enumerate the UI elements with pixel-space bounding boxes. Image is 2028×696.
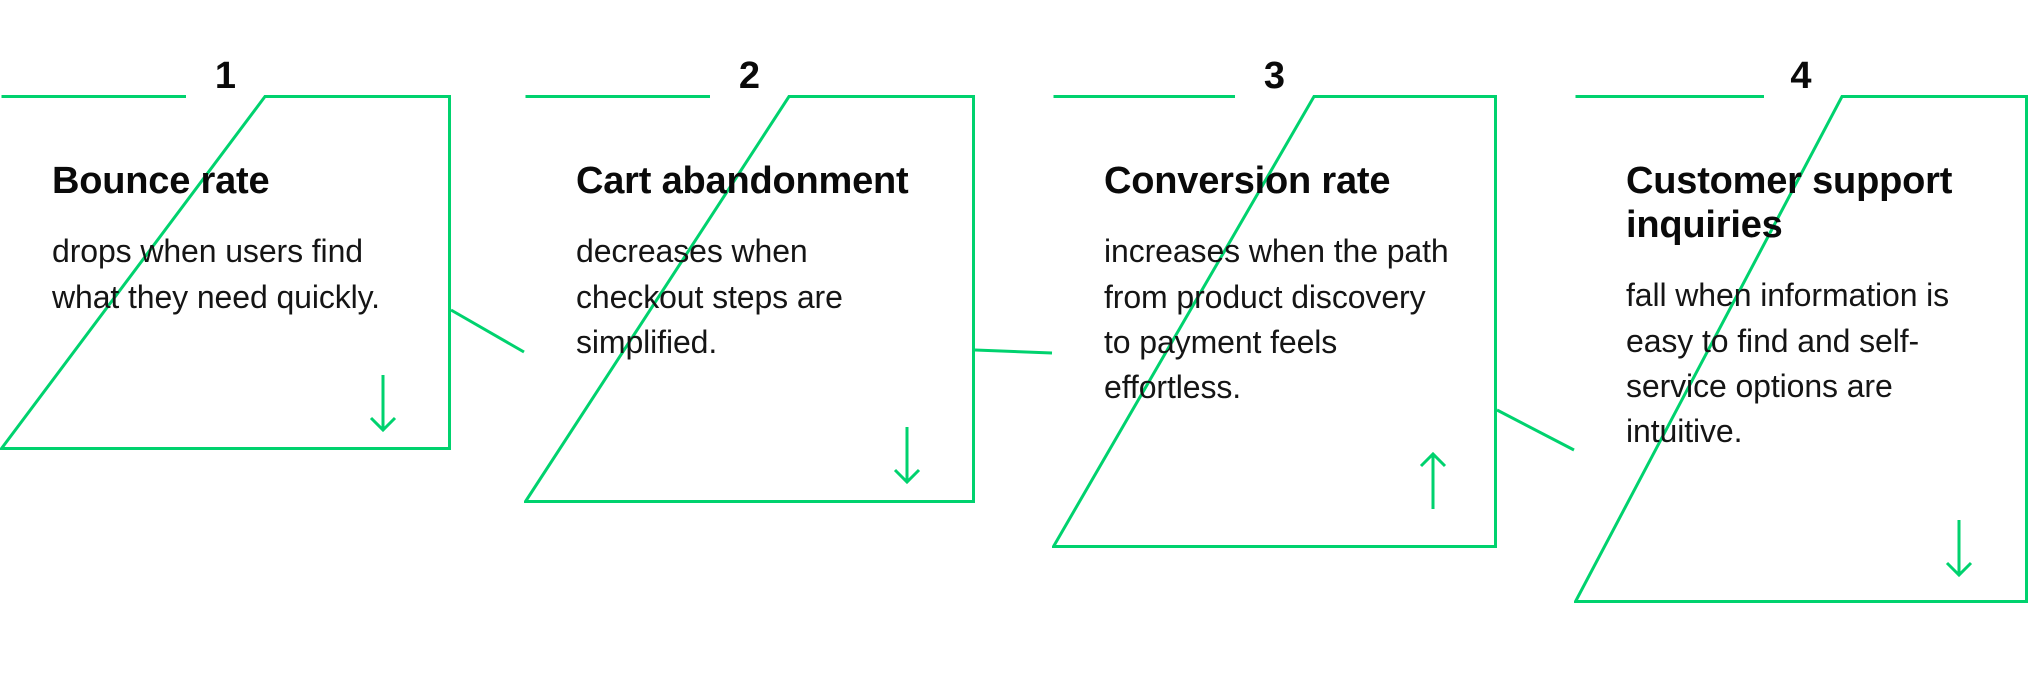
step-card-3[interactable]: 3 Conversion rate increases when the pat… [1052, 57, 1497, 548]
step-number-4: 4 [1790, 55, 1812, 97]
step-card-2[interactable]: 2 Cart abandonment decreases when checko… [524, 57, 975, 503]
step-number-3: 3 [1263, 55, 1286, 97]
arrow-down-icon [369, 375, 397, 433]
card-body-4: Customer support inquiries fall when inf… [1626, 159, 1974, 455]
card-title-2: Cart abandonment [576, 160, 909, 202]
card-body-3: Conversion rate increases when the path … [1104, 159, 1449, 411]
step-card-1[interactable]: 1 Bounce rate drops when users find what… [0, 57, 451, 450]
arrow-down-icon [1945, 520, 1973, 578]
card-body-2: Cart abandonment decreases when checkout… [576, 159, 927, 365]
step-number-1: 1 [214, 55, 237, 97]
connector-1-to-2 [450, 308, 525, 354]
card-description-4: fall when information is easy to find an… [1626, 277, 1950, 450]
arrow-up-icon [1419, 451, 1447, 509]
card-title-1: Bounce rate [52, 160, 270, 202]
connector-3-to-4 [1496, 408, 1575, 452]
card-description-1: drops when users find what they need qui… [52, 233, 380, 315]
arrow-down-icon [893, 427, 921, 485]
card-body-1: Bounce rate drops when users find what t… [52, 159, 403, 320]
step-card-4[interactable]: 4 Customer support inquiries fall when i… [1574, 57, 2028, 603]
card-description-3: increases when the path from product dis… [1104, 233, 1449, 406]
step-number-2: 2 [738, 55, 761, 97]
card-title-3: Conversion rate [1104, 160, 1391, 202]
card-title-4: Customer support inquiries [1626, 160, 1953, 247]
connector-2-to-3 [974, 348, 1053, 355]
card-description-2: decreases when checkout steps are simpli… [576, 233, 843, 360]
